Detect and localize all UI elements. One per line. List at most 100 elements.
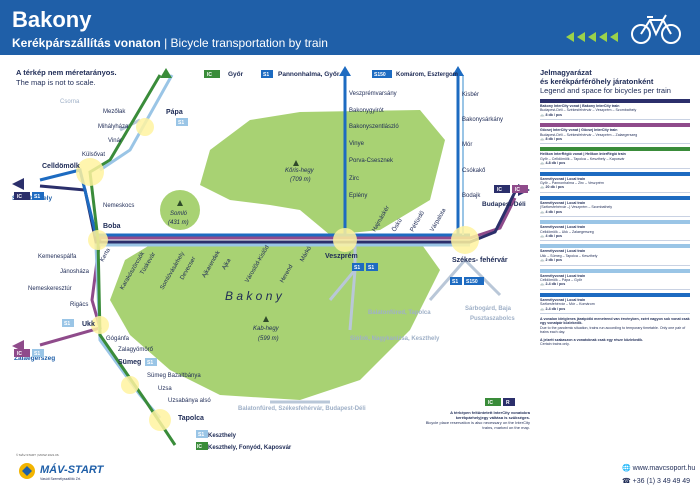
page-subtitle: Kerékpárszállítás vonaton | Bicycle tran…: [12, 36, 328, 50]
legend-item-name: Göcsej InterCity vonat | Göcsej InterCit…: [540, 128, 618, 133]
legend-line-swatch: [540, 99, 690, 103]
label-zirc: Zirc: [349, 176, 359, 182]
legend-item-capacity: 🚲 20 db / pcs: [540, 185, 565, 190]
label-petfurdo: Pétfürdő: [410, 210, 427, 233]
globe-icon: 🌐: [622, 465, 633, 472]
scale-note-hu: A térkép nem méretarányos.: [16, 68, 117, 77]
label-kab-h: (599 m): [258, 336, 279, 342]
label-mor: Mór: [462, 142, 472, 148]
label-bakonyszentlaszlo: Bakonyszentlászló: [349, 124, 399, 130]
label-varpalota: Várpalota: [430, 207, 448, 233]
label-kab: Kab-hegy: [253, 326, 280, 332]
badge-s150: [372, 70, 392, 78]
svg-text:R: R: [506, 400, 510, 406]
bicycle-icon: 🚲: [540, 185, 546, 190]
label-keszthely-fonyod: Keszthely, Fonyód, Kaposvár: [208, 445, 292, 451]
label-bakonysarkany: Bakonysárkány: [462, 117, 503, 123]
label-kerta: Kerta: [100, 247, 113, 263]
svg-text:IC: IC: [497, 187, 502, 193]
label-koris: Kőris-hegy: [285, 168, 315, 174]
svg-text:S1: S1: [452, 279, 458, 285]
bicycle-icon: 🚲: [540, 161, 546, 166]
label-celldomolk: Celldömölk: [42, 163, 80, 170]
legend-line-swatch: [540, 220, 690, 225]
bicycle-icon: 🚲: [540, 258, 546, 263]
badge-s1: [62, 319, 74, 327]
legend-item-route: Celldömölk – Ukk – Zalaegerszeg: [540, 229, 594, 234]
label-pusztaszabolcs: Pusztaszabolcs: [470, 316, 515, 322]
legend-item-name: Személyvonat | Local train: [540, 225, 586, 230]
label-veszprem: Veszprém: [325, 253, 358, 260]
badge-s1: [261, 70, 273, 78]
label-keszthely: Keszthely: [208, 433, 237, 439]
label-kulsovat: Külsővat: [82, 152, 105, 158]
legend-item-route: Celldömölk – Pápa – Győr: [540, 277, 582, 282]
label-mezolak: Mezőlak: [103, 109, 126, 115]
badge-s1: [32, 192, 44, 200]
legend-item-name: Személyvonat | Local train: [540, 297, 586, 302]
contact-web-text: www.mavcsoport.hu: [632, 465, 696, 472]
label-gogansfa: Gógánfa: [106, 336, 130, 342]
bicycle-icon: 🚲: [540, 282, 546, 287]
label-nemeskocs: Nemeskocs: [103, 203, 134, 209]
hub-tapolca: [149, 409, 171, 431]
legend-item: Személyvonat | Local train(Székesfehérvá…: [540, 195, 690, 218]
label-zalagyomoro: Zalagyömörő: [118, 347, 154, 353]
legend-item: Bakony InterCity vonat | Bakony InterCit…: [540, 99, 690, 121]
label-sumeg: Sümeg: [118, 359, 141, 366]
legend-item-capacity: 🚲 4-8 db / pcs: [540, 161, 566, 166]
legend-line-swatch: [540, 171, 690, 176]
mav-logo-icon: [19, 463, 35, 479]
label-gyor: Győr: [228, 71, 244, 78]
legend-title-hu2: és kerékpárférőhely járatonként: [540, 77, 654, 86]
svg-text:IC: IC: [488, 400, 493, 406]
svg-text:S1: S1: [263, 72, 269, 78]
label-vinar: Vinár: [108, 138, 122, 144]
svg-text:S1: S1: [198, 432, 204, 438]
legend-item-route: Győr – Celldömölk – Tapolca – Keszthely …: [540, 156, 625, 161]
label-bodajk: Bodajk: [462, 193, 481, 199]
legend-item-name: Bakony InterCity vonat | Bakony InterCit…: [540, 104, 620, 108]
legend-item-capacity: 🚲 4 db / pcs: [540, 233, 563, 238]
badge-r: [503, 398, 515, 406]
label-porva: Porva-Csesznek: [349, 158, 394, 164]
legend-item-route: (Székesfehérvár –) Veszprém – Szombathel…: [540, 205, 613, 210]
legend-item-capacity: 🚲 2-4 db / pcs: [540, 282, 566, 287]
legend-line-swatch: [540, 147, 690, 152]
legend-item-capacity: 🚲 4 db / pcs: [540, 209, 563, 214]
label-uzsabanya-also: Uzsabánya alsó: [168, 398, 211, 404]
scale-note: A térkép nem méretarányos. The map is no…: [16, 68, 117, 88]
header-banner: Bakony Kerékpárszállítás vonaton | Bicyc…: [0, 0, 700, 55]
arrow-pannonhalma-icon: [339, 66, 351, 76]
svg-text:S1: S1: [368, 265, 374, 271]
legend-title-hu: Jelmagyarázat: [540, 68, 592, 77]
badge-s150: [464, 277, 484, 285]
contact-web-link[interactable]: 🌐 www.mavcsoport.hu: [622, 464, 695, 472]
badge-ic: [204, 70, 220, 78]
label-komarom: Komárom, Esztergom: [396, 72, 458, 78]
legend-note1-hu: A vonalon ideiglenes járatpótló menetren…: [540, 316, 690, 326]
label-budapest-deli: Budapest-Déli: [482, 201, 526, 208]
svg-text:IC: IC: [17, 351, 22, 357]
contact-phone[interactable]: ☎ +36 (1) 3 49 49 49: [622, 477, 690, 485]
label-zalaegerszeg: Zalaegerszeg: [14, 355, 55, 362]
badge-ic: [494, 185, 510, 193]
badge-s1: [32, 349, 44, 357]
hill-icon: [177, 200, 183, 206]
svg-text:S1: S1: [354, 265, 360, 271]
hub-boba: [88, 230, 108, 250]
legend-item-route: Ukk – Sümeg – Tapolca – Keszthely: [540, 253, 598, 258]
legend-item-route: Budapest-Déli – Székesfehérvár – Veszpré…: [540, 108, 637, 113]
label-papa: Pápa: [166, 109, 183, 116]
label-nemeskeresztur: Nemeskeresztúr: [28, 286, 72, 292]
label-somlo-h: (431 m): [168, 220, 189, 226]
legend-item-list: Bakony InterCity vonat | Bakony InterCit…: [540, 99, 690, 314]
hill-icon: [293, 160, 299, 166]
badge-ic: [196, 442, 208, 450]
brand-name: MÁV-START: [40, 464, 104, 476]
arrow-gyor-icon: [160, 68, 172, 78]
legend-panel: Jelmagyarázat és kerékpárférőhely járato…: [540, 68, 690, 346]
arrow-decoration-icon: [566, 32, 618, 42]
